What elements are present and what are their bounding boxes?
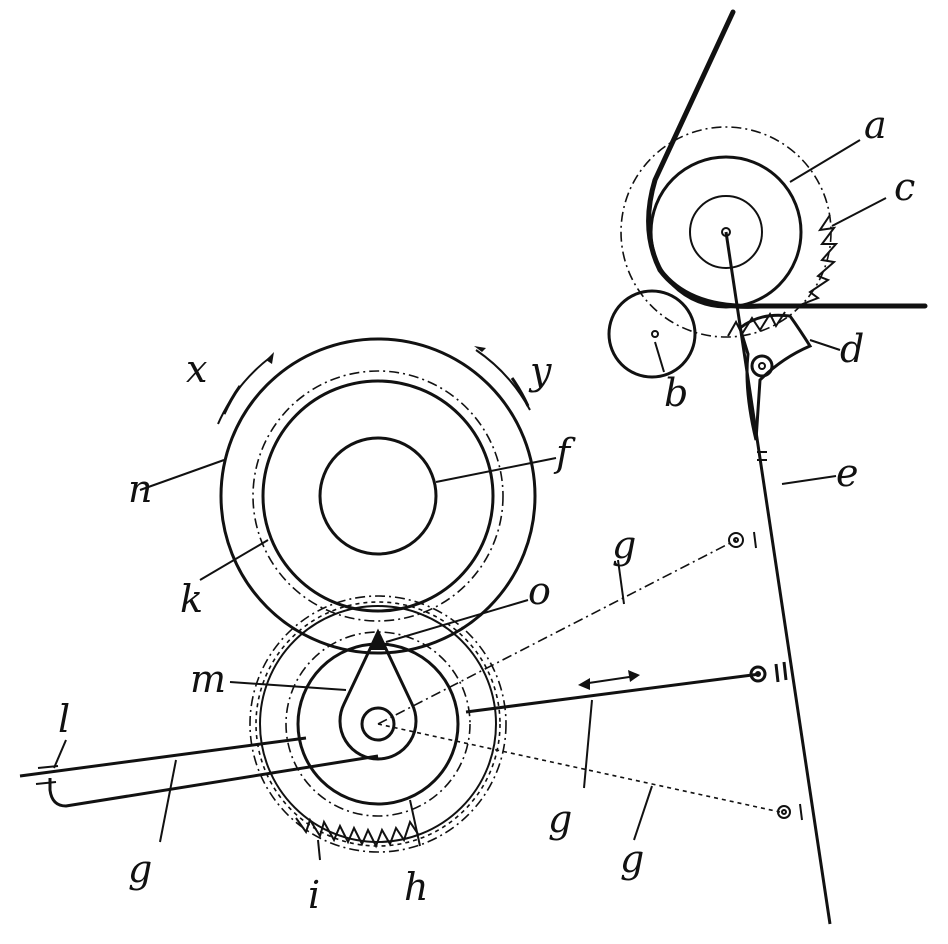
label-c: c	[894, 165, 915, 209]
label-k: k	[180, 577, 203, 621]
rotation-arrow-y	[474, 346, 531, 411]
label-i: i	[308, 873, 320, 917]
gear-h-inner-dash	[285, 631, 471, 817]
ratchet-teeth-c	[799, 214, 839, 306]
rod-g-left	[19, 736, 379, 808]
label-g-left: g	[128, 847, 152, 891]
label-y: y	[528, 349, 552, 393]
label-a: a	[864, 103, 887, 147]
hub-f	[318, 436, 438, 556]
ratchet-teeth-lower	[727, 311, 786, 337]
label-g-middle: g	[548, 797, 572, 841]
label-h: h	[404, 865, 428, 909]
rod-g-upper-dashed	[377, 539, 737, 725]
cam-m	[338, 628, 418, 761]
pointer-o	[370, 632, 386, 650]
rotation-arrow-x	[217, 352, 274, 425]
label-g-lower: g	[620, 837, 644, 881]
label-m: m	[190, 657, 226, 701]
wheel-k-pitch-circle	[252, 370, 504, 622]
rod-g-pin	[749, 665, 767, 683]
label-e: e	[836, 451, 859, 495]
labels: a c d b e x y n f k g o m l g i h g g	[58, 103, 915, 917]
gear-h-outer-dash	[249, 595, 507, 853]
label-f: f	[553, 431, 576, 475]
label-b: b	[664, 371, 688, 415]
rod-g-assembly	[19, 531, 803, 821]
label-o: o	[528, 569, 551, 613]
rod-g-upper-pin	[728, 532, 744, 548]
wheel-n-assembly	[219, 337, 537, 655]
wrapping-band	[646, 9, 928, 309]
label-d: d	[840, 327, 864, 371]
gear-teeth-i	[295, 817, 419, 849]
bearing-l	[35, 765, 59, 785]
label-g-upper: g	[612, 523, 636, 567]
wheel-k	[261, 379, 495, 613]
label-n: n	[128, 467, 152, 511]
rod-e	[724, 231, 832, 925]
label-l: l	[58, 697, 70, 741]
roller-a-hub	[689, 195, 763, 269]
wheel-n-overlap-arc	[255, 601, 501, 847]
reciprocation-arrow	[578, 670, 640, 690]
roller-a-assembly	[620, 9, 928, 338]
roller-b	[607, 289, 697, 379]
rod-g-lower-dashed	[377, 723, 781, 813]
gear-h-assembly	[249, 595, 507, 853]
leader-lines	[53, 139, 887, 861]
rod-g-lower-pin	[777, 805, 791, 819]
pawl-d	[738, 313, 813, 441]
wheel-n	[219, 337, 537, 655]
label-x: x	[186, 347, 207, 391]
rod-g-right	[465, 672, 761, 714]
